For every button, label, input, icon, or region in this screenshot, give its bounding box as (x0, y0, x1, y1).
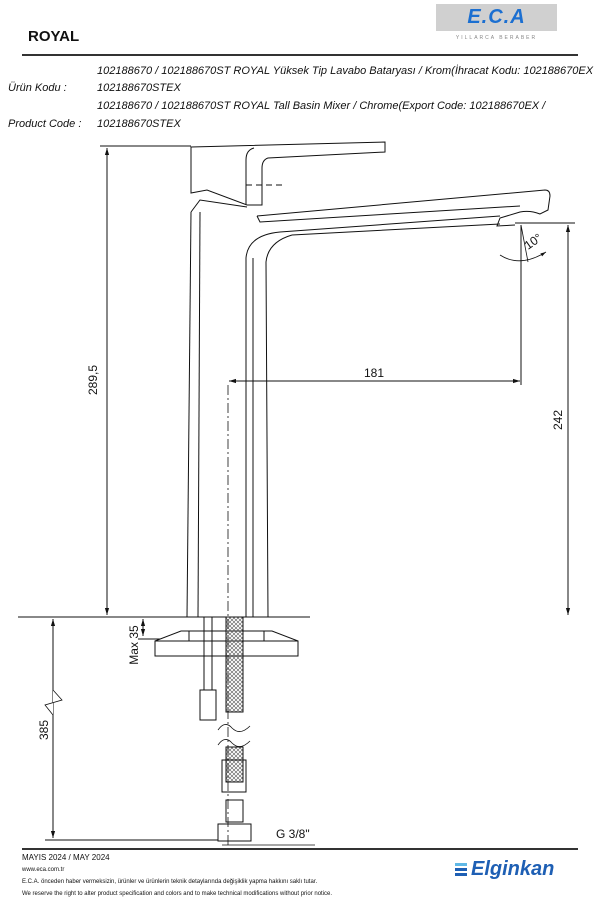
product-en-line2: 102188670STEX (97, 118, 181, 130)
thread-label: G 3/8" (276, 827, 310, 841)
hose-length-label: 385 (37, 720, 51, 740)
eca-logo-text: E.C.A (467, 6, 526, 28)
product-tr-line1: 102188670 / 102188670ST ROYAL Yüksek Tip… (97, 65, 594, 77)
footer-divider (22, 848, 578, 850)
footer-disclaimer-en: We reserve the right to alter product sp… (22, 891, 333, 897)
braided-hose-lower (225, 746, 244, 783)
elginkan-logo-icon (455, 863, 467, 876)
product-tr-line2: 102188670STEX (97, 82, 181, 94)
max-thickness-label: Max 35 (127, 625, 141, 665)
mixer-handle (190, 141, 386, 206)
header-divider (22, 54, 578, 56)
elginkan-logo-text: Elginkan (471, 858, 555, 880)
footer-website[interactable]: www.eca.com.tr (22, 867, 65, 873)
eca-logo: E.C.A (436, 4, 557, 31)
spout-height-label: 242 (551, 410, 565, 430)
page-title: ROYAL (28, 28, 80, 45)
faucet-body (186, 189, 551, 618)
eca-logo-tagline: YILLARCA BERABER (455, 35, 538, 41)
product-en-line1: 102188670 / 102188670ST ROYAL Tall Basin… (97, 100, 546, 112)
braided-hose (225, 616, 244, 713)
spout-reach-label: 181 (364, 366, 384, 380)
footer-disclaimer-tr: E.C.A. önceden haber vermeksizin, ürünle… (22, 879, 318, 885)
mounting-plate (154, 630, 299, 657)
angle-label: 10° (522, 230, 545, 252)
product-en-label: Product Code : (8, 118, 82, 130)
footer-date: MAYIS 2024 / MAY 2024 (22, 853, 110, 862)
elginkan-logo: Elginkan (455, 858, 554, 881)
product-tr-label: Ürün Kodu : (8, 82, 67, 94)
total-height-label: 289,5 (86, 365, 100, 395)
